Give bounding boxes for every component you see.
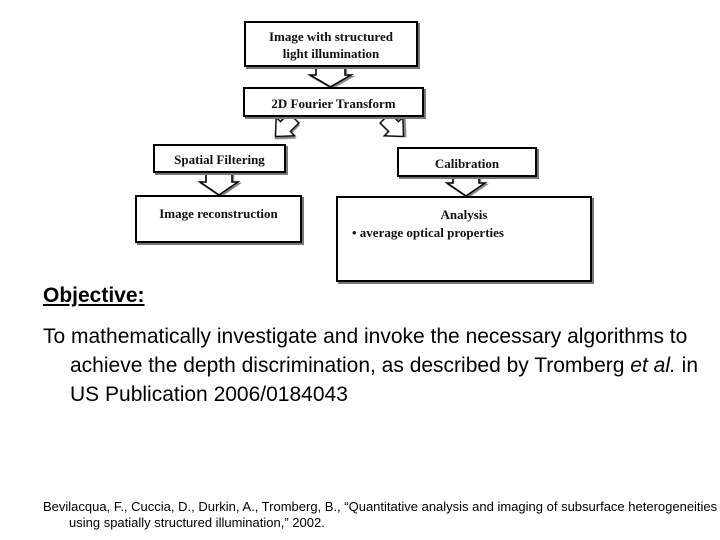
arrow-input-to-fft bbox=[307, 67, 354, 88]
box-analysis-bullet: • average optical properties bbox=[352, 225, 504, 240]
arrow-filtering-to-reconstruction bbox=[197, 172, 241, 196]
objective-text-publication: in US Publication 2006/0184043 bbox=[70, 354, 699, 406]
box-fourier-transform: 2D Fourier Transform bbox=[243, 87, 424, 117]
box-fourier-transform-label: 2D Fourier Transform bbox=[271, 96, 396, 111]
box-image-reconstruction: Image reconstruction bbox=[135, 195, 302, 243]
box-calibration: Calibration bbox=[397, 147, 537, 177]
arrow-fft-to-filtering bbox=[274, 112, 300, 138]
objective-heading: Objective: bbox=[43, 284, 145, 307]
box-analysis: Analysis • average optical properties bbox=[336, 196, 592, 282]
box-calibration-label: Calibration bbox=[434, 156, 500, 171]
box-spatial-filtering-label: Spatial Filtering bbox=[174, 152, 265, 167]
citation-reference: Bevilacqua, F., Cuccia, D., Durkin, A., … bbox=[43, 499, 718, 530]
box-structured-light-image: Image with structured light illumination bbox=[244, 21, 418, 67]
objective-text-main: To mathematically investigate and invoke… bbox=[43, 325, 688, 377]
box-spatial-filtering: Spatial Filtering bbox=[153, 144, 286, 173]
arrow-calibration-to-analysis bbox=[444, 175, 488, 197]
box-image-reconstruction-label: Image reconstruction bbox=[159, 206, 278, 221]
box-structured-light-image-line1: Image with structured bbox=[269, 29, 393, 44]
box-analysis-title: Analysis bbox=[440, 207, 488, 222]
objective-text-et-al: et al. bbox=[630, 354, 676, 377]
objective-text: To mathematically investigate and invoke… bbox=[43, 322, 720, 409]
box-structured-light-image-line2: light illumination bbox=[282, 46, 380, 61]
